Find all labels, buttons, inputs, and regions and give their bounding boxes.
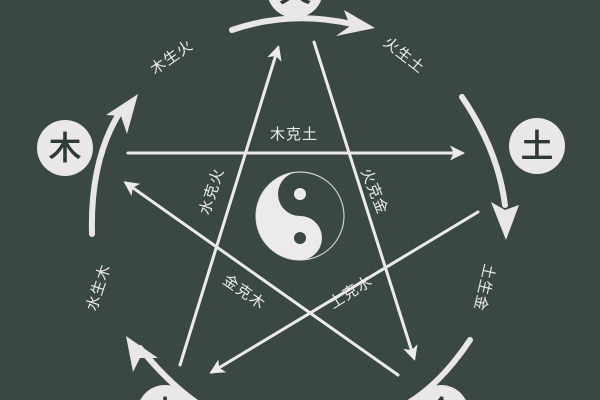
arc-fire-to-earth	[229, 15, 355, 33]
element-earth: 土	[509, 118, 565, 174]
line-earth-controls-water	[209, 210, 480, 374]
yin-yang-icon	[255, 171, 345, 261]
element-water: 水	[137, 385, 193, 400]
line-fire-controls-metal	[312, 40, 418, 361]
label-wood-controls-earth: 木克土	[270, 125, 319, 143]
arc-earth-to-metal	[459, 94, 508, 208]
arrowhead-earth-metal	[491, 202, 519, 240]
element-metal: 金	[413, 385, 469, 400]
controlling-cycle-star	[123, 40, 480, 377]
line-water-controls-fire	[178, 45, 282, 367]
arrowhead-wood-fire	[106, 94, 138, 134]
generating-arrowheads	[106, 10, 519, 372]
generating-cycle-arcs	[88, 15, 508, 400]
element-wood: 木	[37, 120, 93, 176]
arrowhead-fire-earth	[336, 10, 375, 36]
arc-wood-to-fire	[88, 109, 123, 237]
line-metal-controls-wood	[123, 181, 400, 377]
arrowhead-water-wood	[126, 336, 158, 372]
element-fire: 火	[267, 0, 323, 18]
arc-metal-to-water	[407, 337, 473, 400]
